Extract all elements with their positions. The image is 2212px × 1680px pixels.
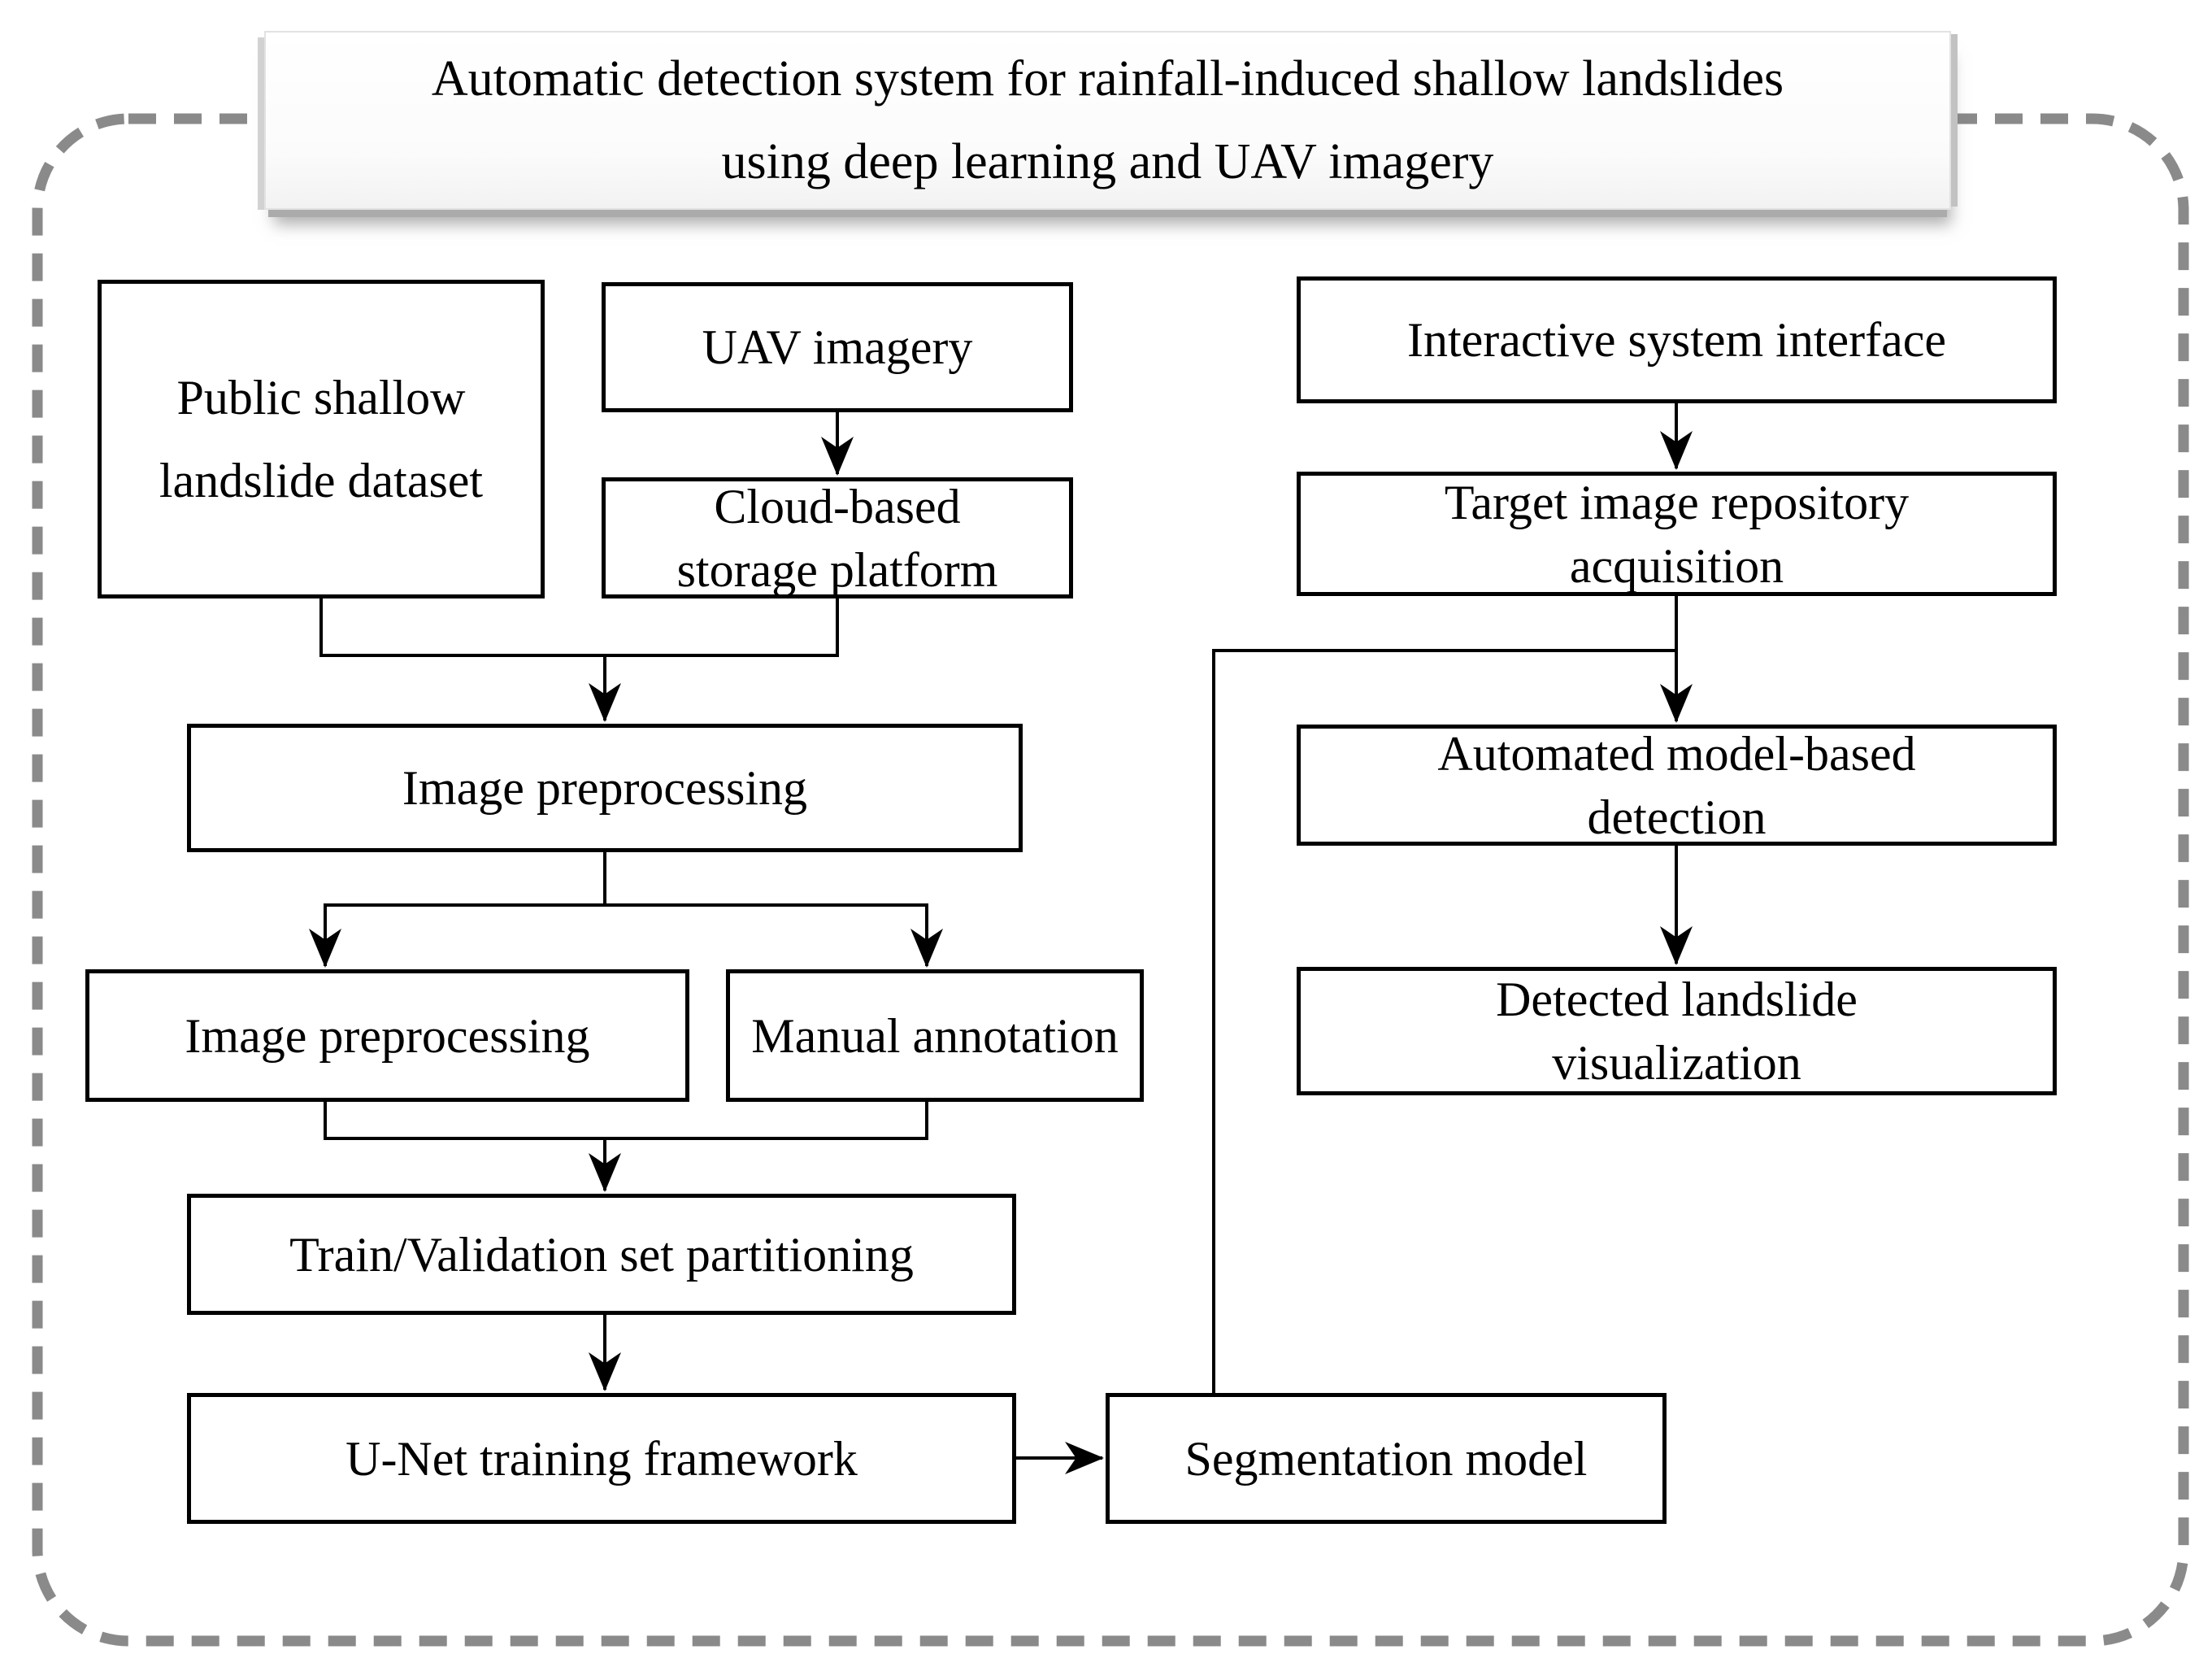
node-label: storage platform [676,542,998,597]
node-manual-annotation: Manual annotation [726,969,1144,1102]
node-label: Automated model-based [1437,726,1916,781]
node-automated-model-based-detection: Automated model-based detection [1297,725,2057,846]
node-image-preprocessing-main: Image preprocessing [187,724,1023,852]
node-uav-imagery: UAV imagery [602,282,1073,412]
node-label: U-Net training framework [345,1431,858,1486]
node-label: acquisition [1569,538,1784,593]
diagram-title-line: Automatic detection system for rainfall-… [431,51,1784,107]
node-label: Cloud-based [714,479,961,533]
node-label: Image preprocessing [185,1008,590,1063]
node-train-validation-set-partitioning: Train/Validation set partitioning [187,1194,1016,1315]
line-segmentation-to-detection-junction [1212,649,1676,1394]
node-detected-landslide-visualization: Detected landslide visualization [1297,967,2057,1095]
node-label: Train/Validation set partitioning [289,1227,914,1282]
node-label: visualization [1552,1036,1801,1090]
node-segmentation-model: Segmentation model [1106,1393,1667,1524]
node-label: Target image repository [1444,475,1910,529]
node-target-image-repository-acquisition: Target image repository acquisition [1297,472,2057,596]
node-label: Image preprocessing [402,761,808,815]
node-label: Interactive system interface [1407,313,1946,367]
node-label: Segmentation model [1184,1431,1588,1486]
diagram-title: Automatic detection system for rainfall-… [264,31,1951,210]
node-interactive-system-interface: Interactive system interface [1297,276,2057,403]
node-cloud-based-storage-platform: Cloud-based storage platform [602,477,1073,598]
diagram-title-line: using deep learning and UAV imagery [721,134,1494,189]
node-unet-training-framework: U-Net training framework [187,1393,1016,1524]
node-label: landslide dataset [159,454,484,507]
node-public-shallow-landslide-dataset: Public shallow landslide dataset [98,280,545,598]
node-image-preprocessing-left: Image preprocessing [85,969,689,1102]
node-label: Public shallow [176,371,466,424]
node-label: UAV imagery [702,320,973,374]
node-label: Detected landslide [1496,973,1858,1026]
node-label: detection [1587,790,1767,844]
node-label: Manual annotation [751,1008,1119,1063]
